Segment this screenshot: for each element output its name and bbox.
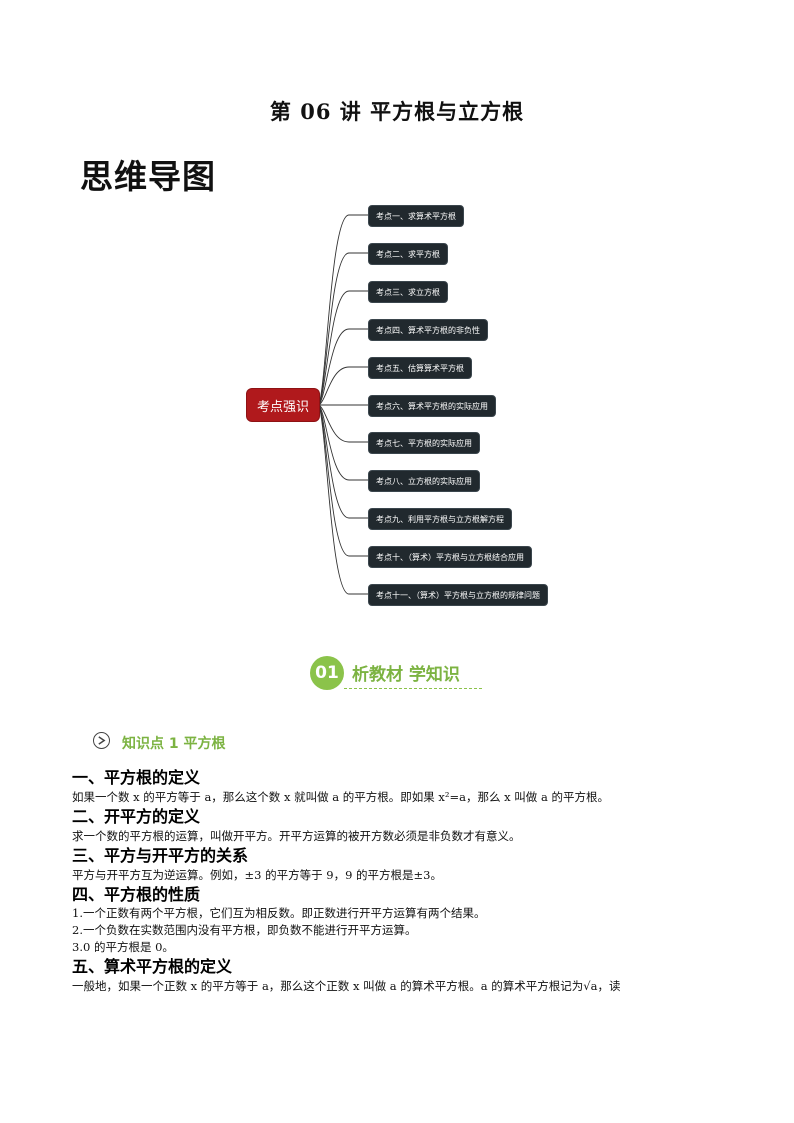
mindmap-connector-2 xyxy=(318,252,368,406)
paragraph-square-root-operation: 求一个数的平方根的运算，叫做开平方。开平方运算的被开方数必须是非负数才有意义。 xyxy=(72,829,521,843)
mindmap-connector-9 xyxy=(318,404,368,519)
mindmap-connector-3 xyxy=(318,290,368,406)
property-item-3: 3.0 的平方根是 0。 xyxy=(72,940,174,954)
mindmap-connector-7 xyxy=(318,404,368,443)
property-item-1: 1.一个正数有两个平方根，它们互为相反数。即正数进行开平方运算有两个结果。 xyxy=(72,906,486,920)
mindmap-branch-7: 考点七、平方根的实际应用 xyxy=(368,432,480,454)
mindmap-branch-8: 考点八、立方根的实际应用 xyxy=(368,470,480,492)
mindmap-root-node: 考点强识 xyxy=(247,389,319,421)
section-number-badge: 01 xyxy=(310,656,344,690)
paragraph-arithmetic-root: 一般地，如果一个正数 x 的平方等于 a，那么这个正数 x 叫做 a 的算术平方… xyxy=(72,979,621,993)
section-title: 析教材 学知识 xyxy=(352,665,460,685)
mindmap-connector-4 xyxy=(318,328,368,406)
mindmap-branch-5: 考点五、估算算术平方根 xyxy=(368,357,472,379)
mindmap-branch-11: 考点十一、（算术）平方根与立方根的规律问题 xyxy=(368,584,548,606)
page-title: 第 06 讲 平方根与立方根 xyxy=(269,99,525,124)
mindmap-branch-2: 考点二、求平方根 xyxy=(368,243,448,265)
mindmap-branch-9: 考点九、利用平方根与立方根解方程 xyxy=(368,508,512,530)
mindmap-branch-6: 考点六、算术平方根的实际应用 xyxy=(368,395,496,417)
mindmap-connector-8 xyxy=(318,404,368,481)
heading-square-root-operation: 二、开平方的定义 xyxy=(72,807,201,826)
section-underline xyxy=(344,688,482,689)
heading-arithmetic-root: 五、算术平方根的定义 xyxy=(72,957,233,976)
arrow-circle-icon xyxy=(93,732,110,749)
knowledge-point-title: 知识点 1 平方根 xyxy=(122,736,226,752)
property-item-2: 2.一个负数在实数范围内没有平方根，即负数不能进行开平方运算。 xyxy=(72,923,417,937)
heading-relationship: 三、平方与开平方的关系 xyxy=(72,846,249,865)
mindmap-connector-11 xyxy=(318,404,368,595)
mindmap-branch-10: 考点十、（算术）平方根与立方根结合应用 xyxy=(368,546,532,568)
mindmap-connector-1 xyxy=(318,214,368,406)
mindmap-connector-10 xyxy=(318,404,368,557)
paragraph-relationship: 平方与开平方互为逆运算。例如，±3 的平方等于 9，9 的平方根是±3。 xyxy=(72,868,443,882)
mindmap-branch-1: 考点一、求算术平方根 xyxy=(368,205,464,227)
content-body: 一、平方根的定义 如果一个数 x 的平方等于 a，那么这个数 x 就叫做 a 的… xyxy=(72,767,752,995)
mindmap-connector-5 xyxy=(318,366,368,406)
mindmap-heading: 思维导图 xyxy=(80,157,216,196)
heading-definition: 一、平方根的定义 xyxy=(72,768,201,787)
paragraph-definition: 如果一个数 x 的平方等于 a，那么这个数 x 就叫做 a 的平方根。即如果 x… xyxy=(72,790,609,804)
mindmap-branch-3: 考点三、求立方根 xyxy=(368,281,448,303)
heading-properties: 四、平方根的性质 xyxy=(72,885,201,904)
mindmap-branch-4: 考点四、算术平方根的非负性 xyxy=(368,319,488,341)
